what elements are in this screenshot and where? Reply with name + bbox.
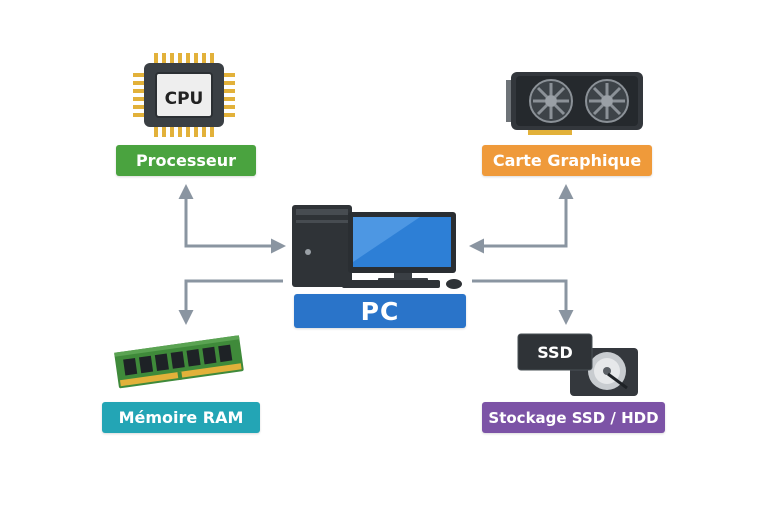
arrow-pc-ram: [178, 279, 283, 325]
arrow-pc-storage: [472, 279, 574, 325]
cpu-label: Processeur: [116, 145, 256, 176]
graphics-card-icon: [506, 72, 643, 135]
ssd-drive-text: SSD: [537, 343, 573, 362]
storage-label: Stockage SSD / HDD: [482, 402, 665, 433]
cpu-chip-icon: CPU: [133, 53, 235, 137]
cpu-chip-text: CPU: [165, 89, 204, 109]
pc-label: PC: [294, 294, 466, 328]
arrow-gpu-pc: [469, 184, 574, 254]
arrow-cpu-pc: [178, 184, 286, 254]
connectors: [178, 184, 574, 325]
ssd-drive-icon: SSD: [517, 333, 593, 371]
pc-computer-icon: [292, 205, 462, 289]
ram-label: Mémoire RAM: [102, 402, 260, 433]
ram-module-icon: [114, 335, 244, 389]
gpu-label: Carte Graphique: [482, 145, 652, 176]
